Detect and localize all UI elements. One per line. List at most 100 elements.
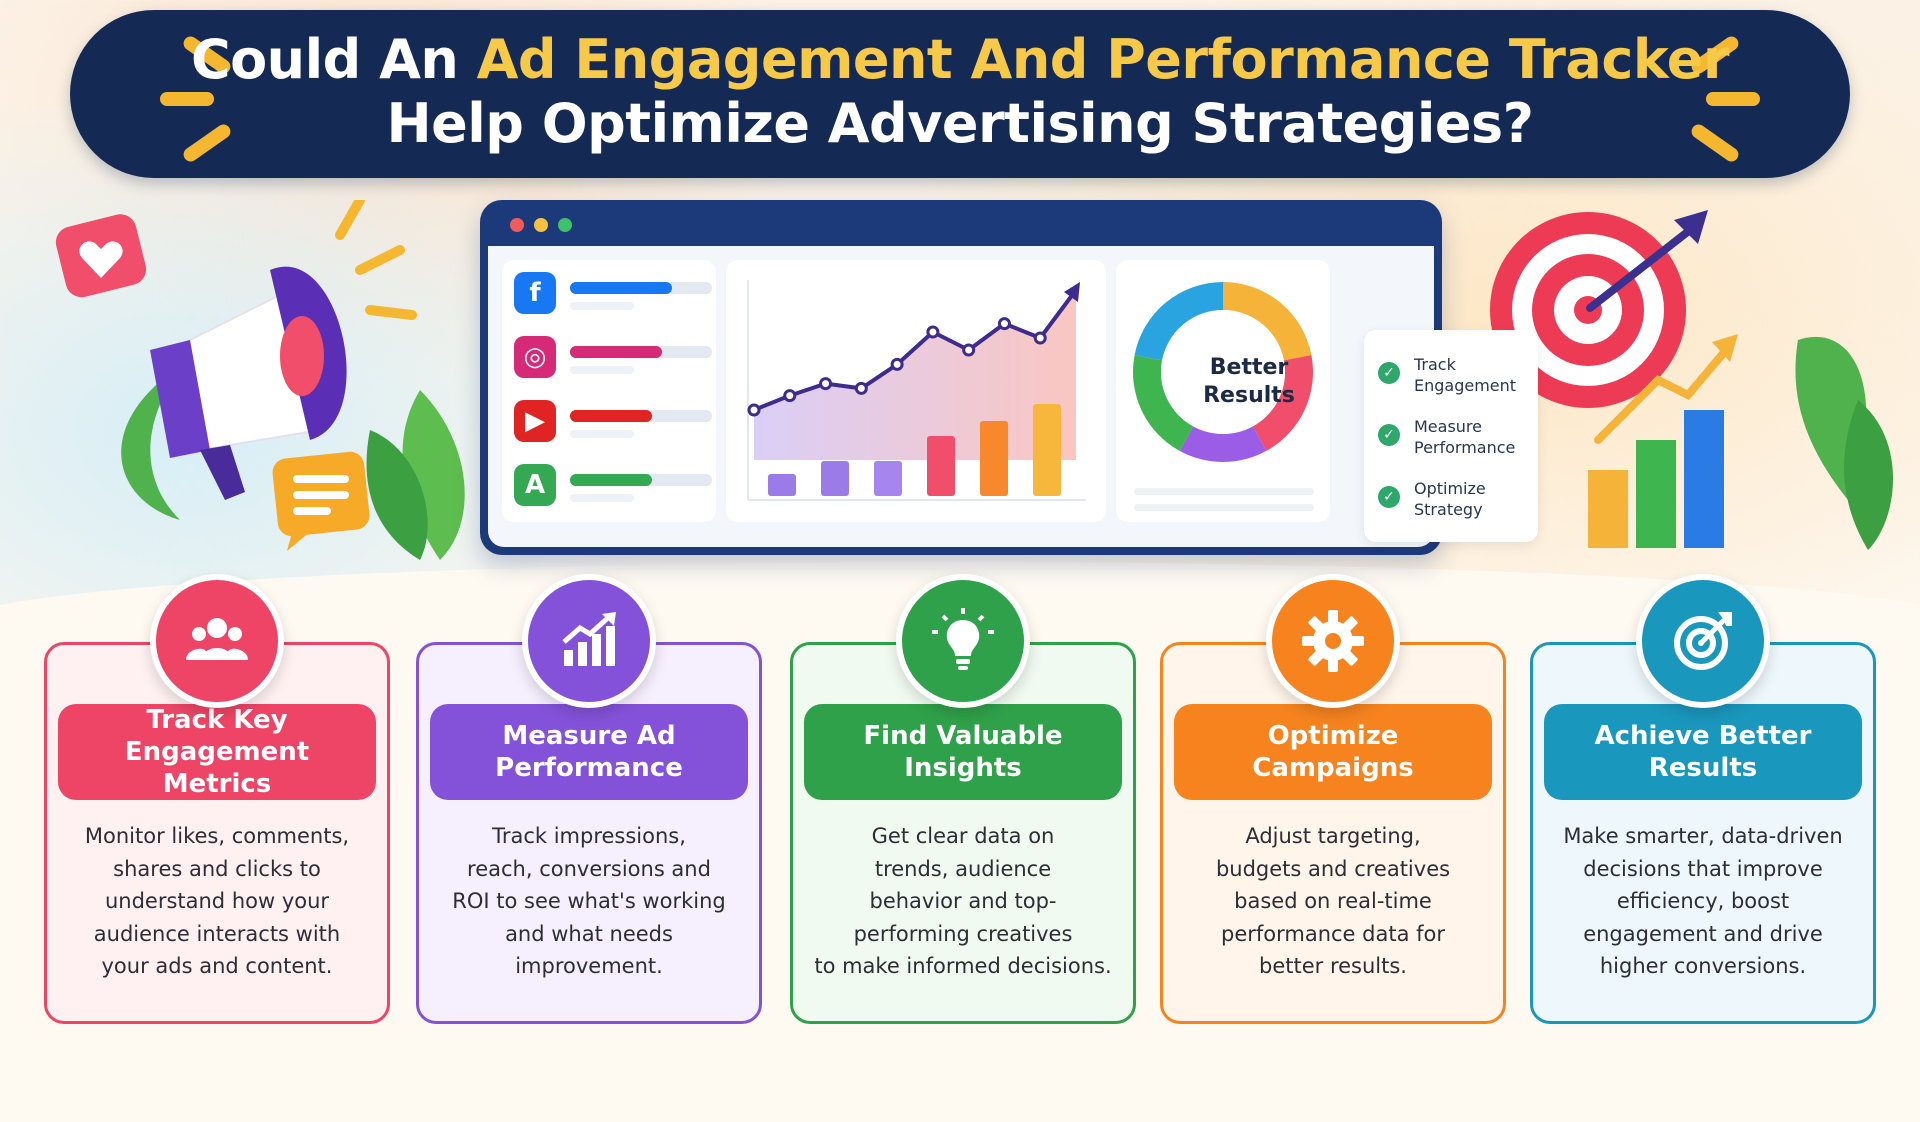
description-line: Adjust targeting,: [1245, 824, 1421, 848]
checklist-item-line-2: Engagement: [1414, 376, 1517, 395]
title-banner: [70, 10, 1850, 178]
donut-segment: [1252, 355, 1313, 451]
platform-progress-bar: [570, 282, 712, 294]
checklist-item-line-1: Track: [1414, 355, 1456, 374]
platform-subline: [570, 366, 634, 374]
heart-bubble-icon: [55, 214, 147, 298]
checklist-item-line-2: Performance: [1414, 438, 1516, 457]
chart-point: [926, 325, 940, 339]
donut-panel: [1116, 260, 1330, 522]
chart-bar: [1033, 404, 1061, 496]
description-line: ROI to see what's working: [452, 889, 726, 913]
chart-point: [997, 317, 1011, 331]
description-line: Make smarter, data-driven: [1563, 824, 1843, 848]
description-line: understand how your: [104, 889, 330, 913]
window-minimize-dot: [534, 218, 548, 232]
dashboard-content: f ◎ ▶ A: [488, 246, 1434, 547]
feature-card-heading: Achieve Better Results: [1544, 704, 1862, 800]
description-line: performing creatives: [853, 921, 1073, 946]
description-line: higher conversions.: [1599, 954, 1807, 978]
bar-chart-up-icon: [522, 574, 656, 708]
leaf-icon: [366, 430, 428, 560]
description-line: and what needs: [505, 921, 673, 946]
donut-subline: [1134, 504, 1314, 511]
chart-point: [1033, 331, 1047, 345]
feature-card-heading: Measure Ad Performance: [430, 704, 748, 800]
chart-bar: [980, 421, 1008, 496]
platform-progress-bar: [570, 410, 712, 422]
donut-label-line-2: Results: [1203, 383, 1295, 408]
spark-ray: [1706, 92, 1760, 106]
check-icon: ✓: [1378, 362, 1400, 384]
description-line: your ads and content.: [101, 954, 333, 978]
chart-point: [962, 343, 976, 357]
google-ads-icon: A: [514, 464, 556, 506]
donut-label-line-1: Better: [1209, 355, 1289, 380]
leaf-icon: [121, 360, 190, 520]
donut-segment: [1133, 355, 1194, 451]
page-title-line-1: Could An Ad Engagement And Performance T…: [0, 28, 1920, 91]
chart-point: [854, 381, 868, 395]
chart-bar: [821, 461, 849, 496]
description-line: performance data for: [1220, 921, 1446, 946]
gear-icon: [1266, 574, 1400, 708]
feature-card-description: Track impressions,reach, conversions and…: [424, 820, 754, 983]
checklist-item-line-1: Optimize: [1414, 479, 1486, 498]
description-line: better results.: [1259, 954, 1407, 978]
donut-label: Better Results: [1144, 354, 1354, 410]
checklist-item: ✓ Track Engagement: [1378, 354, 1538, 398]
megaphone-decoration: [55, 200, 465, 560]
checklist-item: ✓ Optimize Strategy: [1378, 478, 1538, 522]
checklist-item-line-2: Strategy: [1414, 500, 1483, 519]
description-line: based on real-time: [1234, 889, 1432, 913]
platform-subline: [570, 430, 634, 438]
chart-point: [819, 377, 833, 391]
people-icon: [150, 574, 284, 708]
chart-line: [753, 288, 1078, 412]
title-prefix: Could An: [190, 28, 459, 91]
chart-bar: [874, 461, 902, 496]
chart-panel: [726, 260, 1106, 522]
platform-progress-bar: [570, 474, 712, 486]
description-line: Monitor likes, comments,: [84, 824, 350, 848]
platform-progress-fill: [570, 282, 673, 294]
facebook-icon: f: [514, 272, 556, 314]
description-line: engagement and drive: [1583, 921, 1823, 946]
description-line: audience interacts with: [93, 921, 341, 946]
donut-hole: [1161, 310, 1285, 434]
results-donut: [1133, 282, 1314, 511]
feature-card-description: Monitor likes, comments, shares and click…: [52, 820, 382, 983]
feature-card-heading: Optimize Campaigns: [1174, 704, 1492, 800]
description-line: to make informed decisions.: [814, 954, 1112, 978]
description-line: Get clear data on: [871, 824, 1055, 848]
chat-bubble-icon: [272, 451, 370, 551]
instagram-icon: ◎: [514, 336, 556, 378]
description-line: behavior and top-: [869, 889, 1057, 913]
description-line: shares and clicks to: [113, 856, 321, 881]
leaf-icon: [1844, 400, 1893, 550]
window-maximize-dot: [558, 218, 572, 232]
description-line: Track impressions,: [492, 824, 686, 848]
checklist-item-line-1: Measure: [1414, 417, 1482, 436]
chart-bar: [768, 474, 796, 496]
youtube-icon: ▶: [514, 400, 556, 442]
title-highlight: Ad Engagement And Performance Tracker: [476, 28, 1730, 91]
platform-subline: [570, 302, 634, 310]
description-line: efficiency, boost: [1616, 889, 1790, 913]
description-line: improvement.: [515, 954, 663, 978]
platform-progress-bar: [570, 346, 712, 358]
target-decoration: [1490, 210, 1893, 550]
dashboard-window: f ◎ ▶ A: [480, 200, 1442, 555]
chart-point: [783, 389, 797, 403]
donut-segment: [1223, 282, 1312, 361]
target-icon: [1636, 574, 1770, 708]
arrow-icon: [1586, 210, 1708, 312]
donut-segment: [1134, 282, 1223, 361]
checklist-panel: ✓ Track Engagement ✓ Measure Performance…: [1364, 330, 1538, 542]
platform-progress-fill: [570, 410, 653, 422]
platform-progress-fill: [570, 474, 653, 486]
chart-area: [754, 290, 1076, 460]
